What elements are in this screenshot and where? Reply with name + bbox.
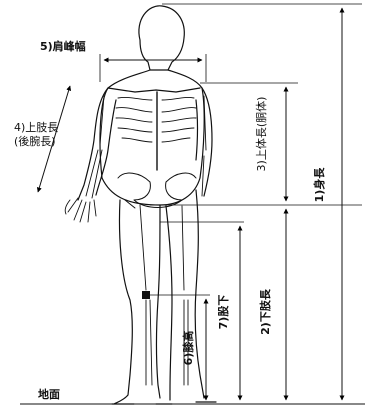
inseam-label: 7)股下 bbox=[217, 295, 230, 330]
left-arm-outline bbox=[78, 88, 116, 200]
ribcage bbox=[116, 92, 196, 170]
left-leg-outline bbox=[114, 200, 160, 404]
pelvis bbox=[118, 173, 196, 208]
shoulder-width-label: 5)肩峰幅 bbox=[40, 39, 86, 53]
lower-limb-label: 2)下肢長 bbox=[258, 288, 272, 335]
arm-length-label-line2: (後腕長) bbox=[14, 134, 56, 148]
height-label: 1)身長 bbox=[312, 167, 326, 203]
arm-length-label-line1: 4)上肢長 bbox=[14, 120, 58, 134]
knee-marker bbox=[142, 291, 150, 299]
knee-height-label: 6)膝高 bbox=[181, 331, 195, 366]
upper-body-label: 3)上体長(胴体) bbox=[254, 97, 268, 172]
left-hand bbox=[65, 198, 96, 222]
reference-lines bbox=[100, 4, 362, 295]
clavicles bbox=[108, 88, 200, 92]
ground-label: 地面 bbox=[38, 387, 60, 401]
